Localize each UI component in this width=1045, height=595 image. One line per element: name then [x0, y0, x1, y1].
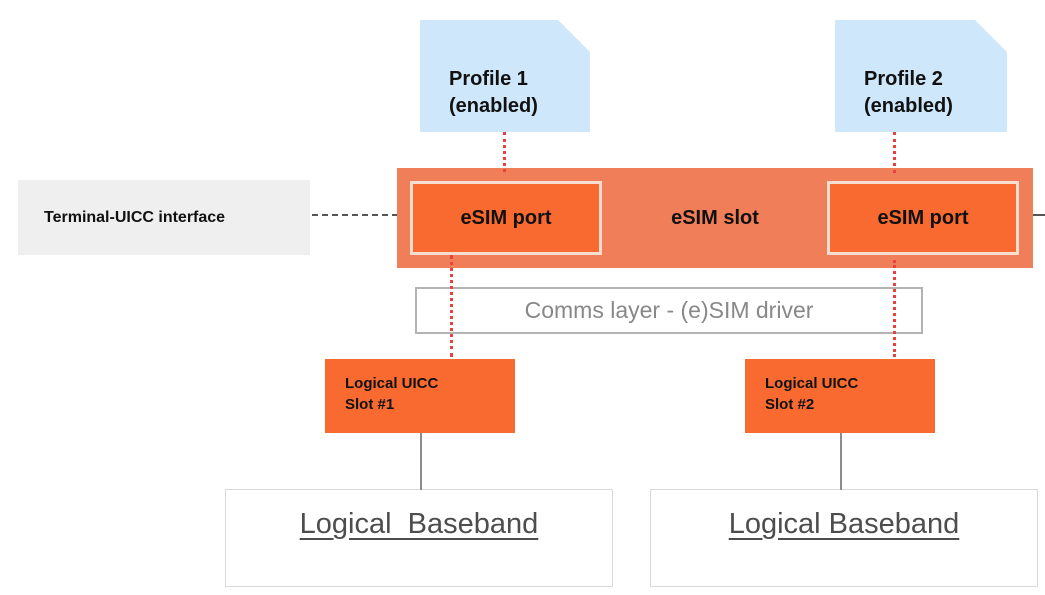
- dotted-connector-port1-to-uicc-slot1: [450, 255, 453, 357]
- profile-1-box[interactable]: Profile 1 (enabled): [420, 20, 590, 132]
- logical-baseband-1-box[interactable]: Logical Baseband: [225, 489, 613, 587]
- logical-uicc-slot-2-box[interactable]: Logical UICC Slot #2: [745, 359, 935, 433]
- esim-port-2[interactable]: eSIM port: [827, 181, 1019, 255]
- dotted-connector-profile1-to-port1: [503, 132, 506, 172]
- logical-baseband-1-label: Logical Baseband: [299, 508, 539, 540]
- profile-2-box[interactable]: Profile 2 (enabled): [835, 20, 1007, 132]
- terminal-uicc-interface-box[interactable]: Terminal-UICC interface: [18, 180, 310, 255]
- right-interface-dashed-connector: [1033, 214, 1045, 216]
- esim-slot-container[interactable]: eSIM slot eSIM port eSIM port: [397, 168, 1033, 268]
- connector-uicc-slot2-to-baseband2: [840, 433, 842, 490]
- esim-slot-label: eSIM slot: [671, 206, 759, 229]
- connector-uicc-slot1-to-baseband1: [420, 433, 422, 490]
- logical-baseband-2-box[interactable]: Logical Baseband: [650, 489, 1038, 587]
- logical-baseband-2-label: Logical Baseband: [728, 508, 960, 540]
- dotted-connector-profile2-to-port2: [893, 132, 896, 173]
- logical-uicc-slot-1-box[interactable]: Logical UICC Slot #1: [325, 359, 515, 433]
- terminal-interface-dashed-connector: [312, 214, 398, 216]
- comms-layer-box[interactable]: Comms layer - (e)SIM driver: [415, 287, 923, 334]
- dotted-connector-port2-to-uicc-slot2: [893, 260, 896, 357]
- esim-port-1[interactable]: eSIM port: [410, 181, 602, 255]
